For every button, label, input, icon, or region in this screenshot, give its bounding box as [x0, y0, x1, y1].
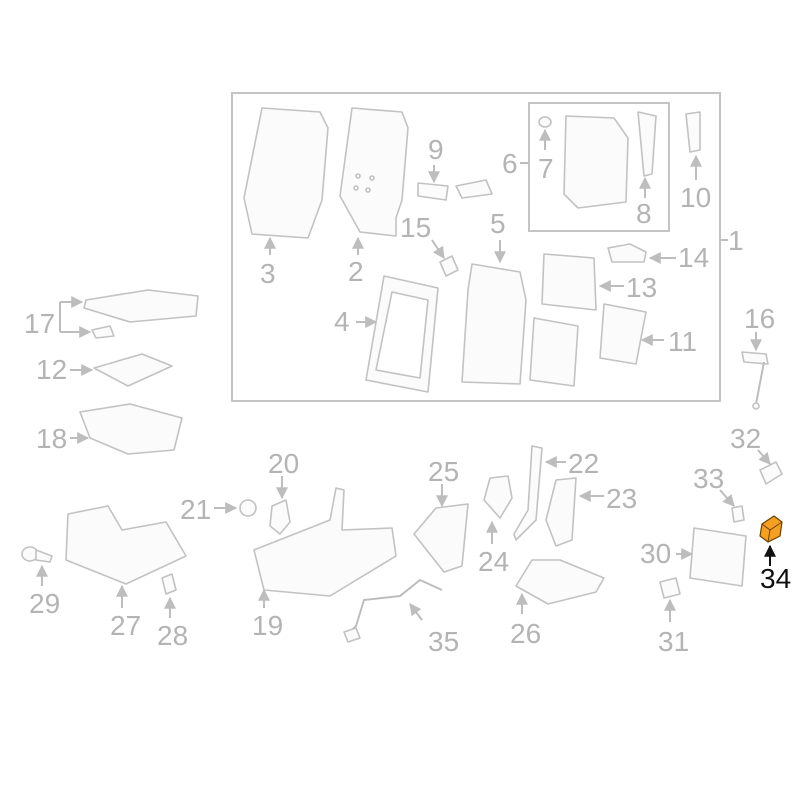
- callout-7: 7: [538, 153, 554, 184]
- part-17-armrest: [59, 289, 199, 339]
- callout-26: 26: [510, 618, 542, 649]
- callout-1: 1: [728, 225, 744, 256]
- part-2-seatback-pad: [339, 107, 409, 255]
- part-14-connector: [607, 243, 676, 264]
- part-25-shield: [413, 484, 469, 573]
- part-15-clip: [431, 239, 459, 277]
- callout-22: 22: [568, 448, 600, 479]
- callout-28: 28: [157, 620, 189, 651]
- callout-19: 19: [252, 610, 284, 641]
- part-6-housing: [563, 115, 629, 209]
- callout-4: 4: [334, 306, 350, 337]
- part-28-clip: [161, 573, 177, 618]
- callout-14: 14: [678, 242, 710, 273]
- callout-16: 16: [744, 303, 776, 334]
- callout-11: 11: [668, 326, 698, 357]
- part-13-motor: [541, 253, 624, 311]
- part-21-cap: [214, 499, 257, 517]
- part-24-cover: [483, 475, 513, 544]
- callout-17: 17: [24, 308, 56, 339]
- callout-32: 32: [730, 423, 762, 454]
- callout-35: 35: [428, 626, 460, 657]
- part-30-panel: [676, 527, 747, 587]
- callout-21: 21: [180, 494, 212, 525]
- part-27-console: [65, 505, 187, 608]
- part-19-seat-frame: [253, 487, 397, 608]
- part-18-tray: [70, 403, 183, 455]
- part-22-bracket: [513, 445, 566, 541]
- callout-33: 33: [693, 463, 725, 494]
- part-31-grommet: [659, 577, 681, 622]
- callout-24: 24: [478, 546, 510, 577]
- callout-6: 6: [502, 148, 518, 179]
- group-1-box: [231, 92, 721, 402]
- part-26-tray: [515, 559, 605, 614]
- part-33-nut: [719, 489, 745, 523]
- callout-15: 15: [400, 212, 432, 243]
- callout-31: 31: [658, 626, 690, 657]
- part-4-frame: [356, 275, 439, 393]
- part-8-vent: [637, 111, 657, 198]
- callout-2: 2: [348, 256, 364, 287]
- callout-10: 10: [680, 182, 712, 213]
- callout-34-highlighted: 34: [760, 563, 792, 594]
- part-module: [529, 317, 579, 387]
- part-3-seatback-cover: [243, 107, 329, 255]
- part-29-plug: [21, 546, 53, 586]
- callout-5: 5: [490, 208, 506, 239]
- part-16-rod: [741, 332, 769, 410]
- callout-23: 23: [606, 483, 638, 514]
- callout-12: 12: [36, 354, 68, 385]
- callout-30: 30: [640, 538, 672, 569]
- callout-13: 13: [626, 272, 658, 303]
- part-7-knob: [538, 116, 552, 150]
- part-34-highlighted[interactable]: [759, 515, 783, 566]
- part-23-cover: [545, 477, 604, 547]
- callout-29: 29: [29, 588, 61, 619]
- callout-27: 27: [110, 610, 142, 641]
- part-12-pad: [70, 353, 173, 387]
- part-9-bracket: [417, 165, 493, 201]
- callout-18: 18: [36, 423, 68, 454]
- part-5-frame: [461, 240, 527, 385]
- part-10-trim: [685, 111, 702, 180]
- callout-8: 8: [636, 198, 652, 229]
- part-11-panel: [599, 303, 664, 365]
- callout-20: 20: [268, 448, 300, 479]
- callout-25: 25: [428, 456, 460, 487]
- callout-9: 9: [428, 134, 444, 165]
- part-35-harness: [343, 578, 443, 643]
- part-32-bolt: [757, 449, 783, 485]
- part-20-recliner: [269, 476, 291, 535]
- group-6-box: [528, 102, 670, 232]
- callout-3: 3: [260, 258, 276, 289]
